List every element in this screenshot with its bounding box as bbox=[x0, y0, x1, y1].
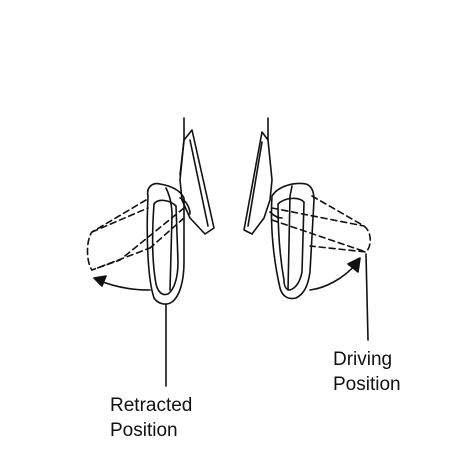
left-mirror-ghost-outline bbox=[86, 199, 185, 271]
right-rotation-arrowhead bbox=[347, 257, 361, 273]
driving-label-line-1: Driving bbox=[333, 349, 393, 370]
left-mirror-bracket-inner bbox=[189, 139, 209, 227]
right-mirror-housing-inner bbox=[277, 197, 305, 291]
driving-label-line-2: Position bbox=[333, 374, 401, 395]
right-mirror-bracket bbox=[243, 117, 273, 235]
retracted-label-line-1: Retracted bbox=[110, 395, 193, 416]
left-mirror-bracket bbox=[179, 117, 215, 235]
right-mirror-bracket-inner bbox=[247, 141, 263, 227]
retracted-position-label: Retracted Position bbox=[110, 393, 192, 443]
left-rotation-arrowhead bbox=[93, 275, 107, 287]
left-mirror-pivot bbox=[179, 197, 191, 215]
right-mirror-pivot bbox=[269, 211, 283, 219]
left-mirror bbox=[86, 117, 215, 387]
right-mirror-ghost-outline bbox=[271, 195, 372, 253]
left-mirror-housing bbox=[146, 182, 185, 305]
left-mirror-bracket-edge bbox=[179, 139, 185, 176]
right-mirror bbox=[243, 117, 372, 341]
retracted-label-line-2: Position bbox=[110, 420, 178, 441]
left-rotation-arrow bbox=[97, 279, 151, 291]
left-mirror-housing-inner bbox=[151, 199, 179, 296]
right-leader-line bbox=[365, 253, 369, 341]
right-rotation-arrow bbox=[309, 263, 357, 291]
right-mirror-housing bbox=[270, 182, 315, 300]
driving-position-label: Driving Position bbox=[333, 347, 401, 397]
left-mirror-housing-rim bbox=[165, 187, 173, 291]
right-mirror-housing-rim bbox=[287, 185, 293, 291]
